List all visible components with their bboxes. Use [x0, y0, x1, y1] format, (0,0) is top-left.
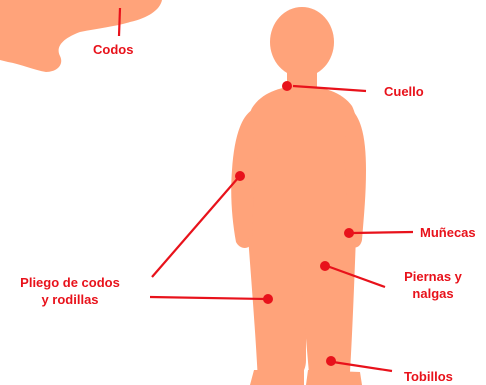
- pointer-line-codos: [119, 8, 120, 36]
- label-munecas: Muñecas: [420, 224, 476, 241]
- pointer-line-pliegue-elbow: [152, 178, 238, 277]
- marker-rodilla: [263, 294, 273, 304]
- marker-cuello: [282, 81, 292, 91]
- child-silhouette: [231, 7, 366, 385]
- label-cuello: Cuello: [384, 83, 424, 100]
- pointer-line-pliegue-knee: [150, 297, 266, 299]
- marker-codo: [235, 171, 245, 181]
- label-codos: Codos: [93, 41, 133, 58]
- label-piernas-line2: nalgas: [390, 285, 476, 302]
- label-pliegue-line2: y rodillas: [10, 291, 130, 308]
- label-pliegue-line1: Pliego de codos: [10, 274, 130, 291]
- label-piernas-line1: Piernas y: [390, 268, 476, 285]
- partial-figure-silhouette: [0, 0, 162, 72]
- label-piernas-nalgas: Piernas y nalgas: [390, 268, 476, 302]
- marker-tobillo: [326, 356, 336, 366]
- label-pliegue: Pliego de codos y rodillas: [10, 274, 130, 308]
- label-tobillos: Tobillos: [404, 368, 453, 385]
- marker-piernas: [320, 261, 330, 271]
- pointer-line-munecas: [352, 232, 413, 233]
- marker-muneca: [344, 228, 354, 238]
